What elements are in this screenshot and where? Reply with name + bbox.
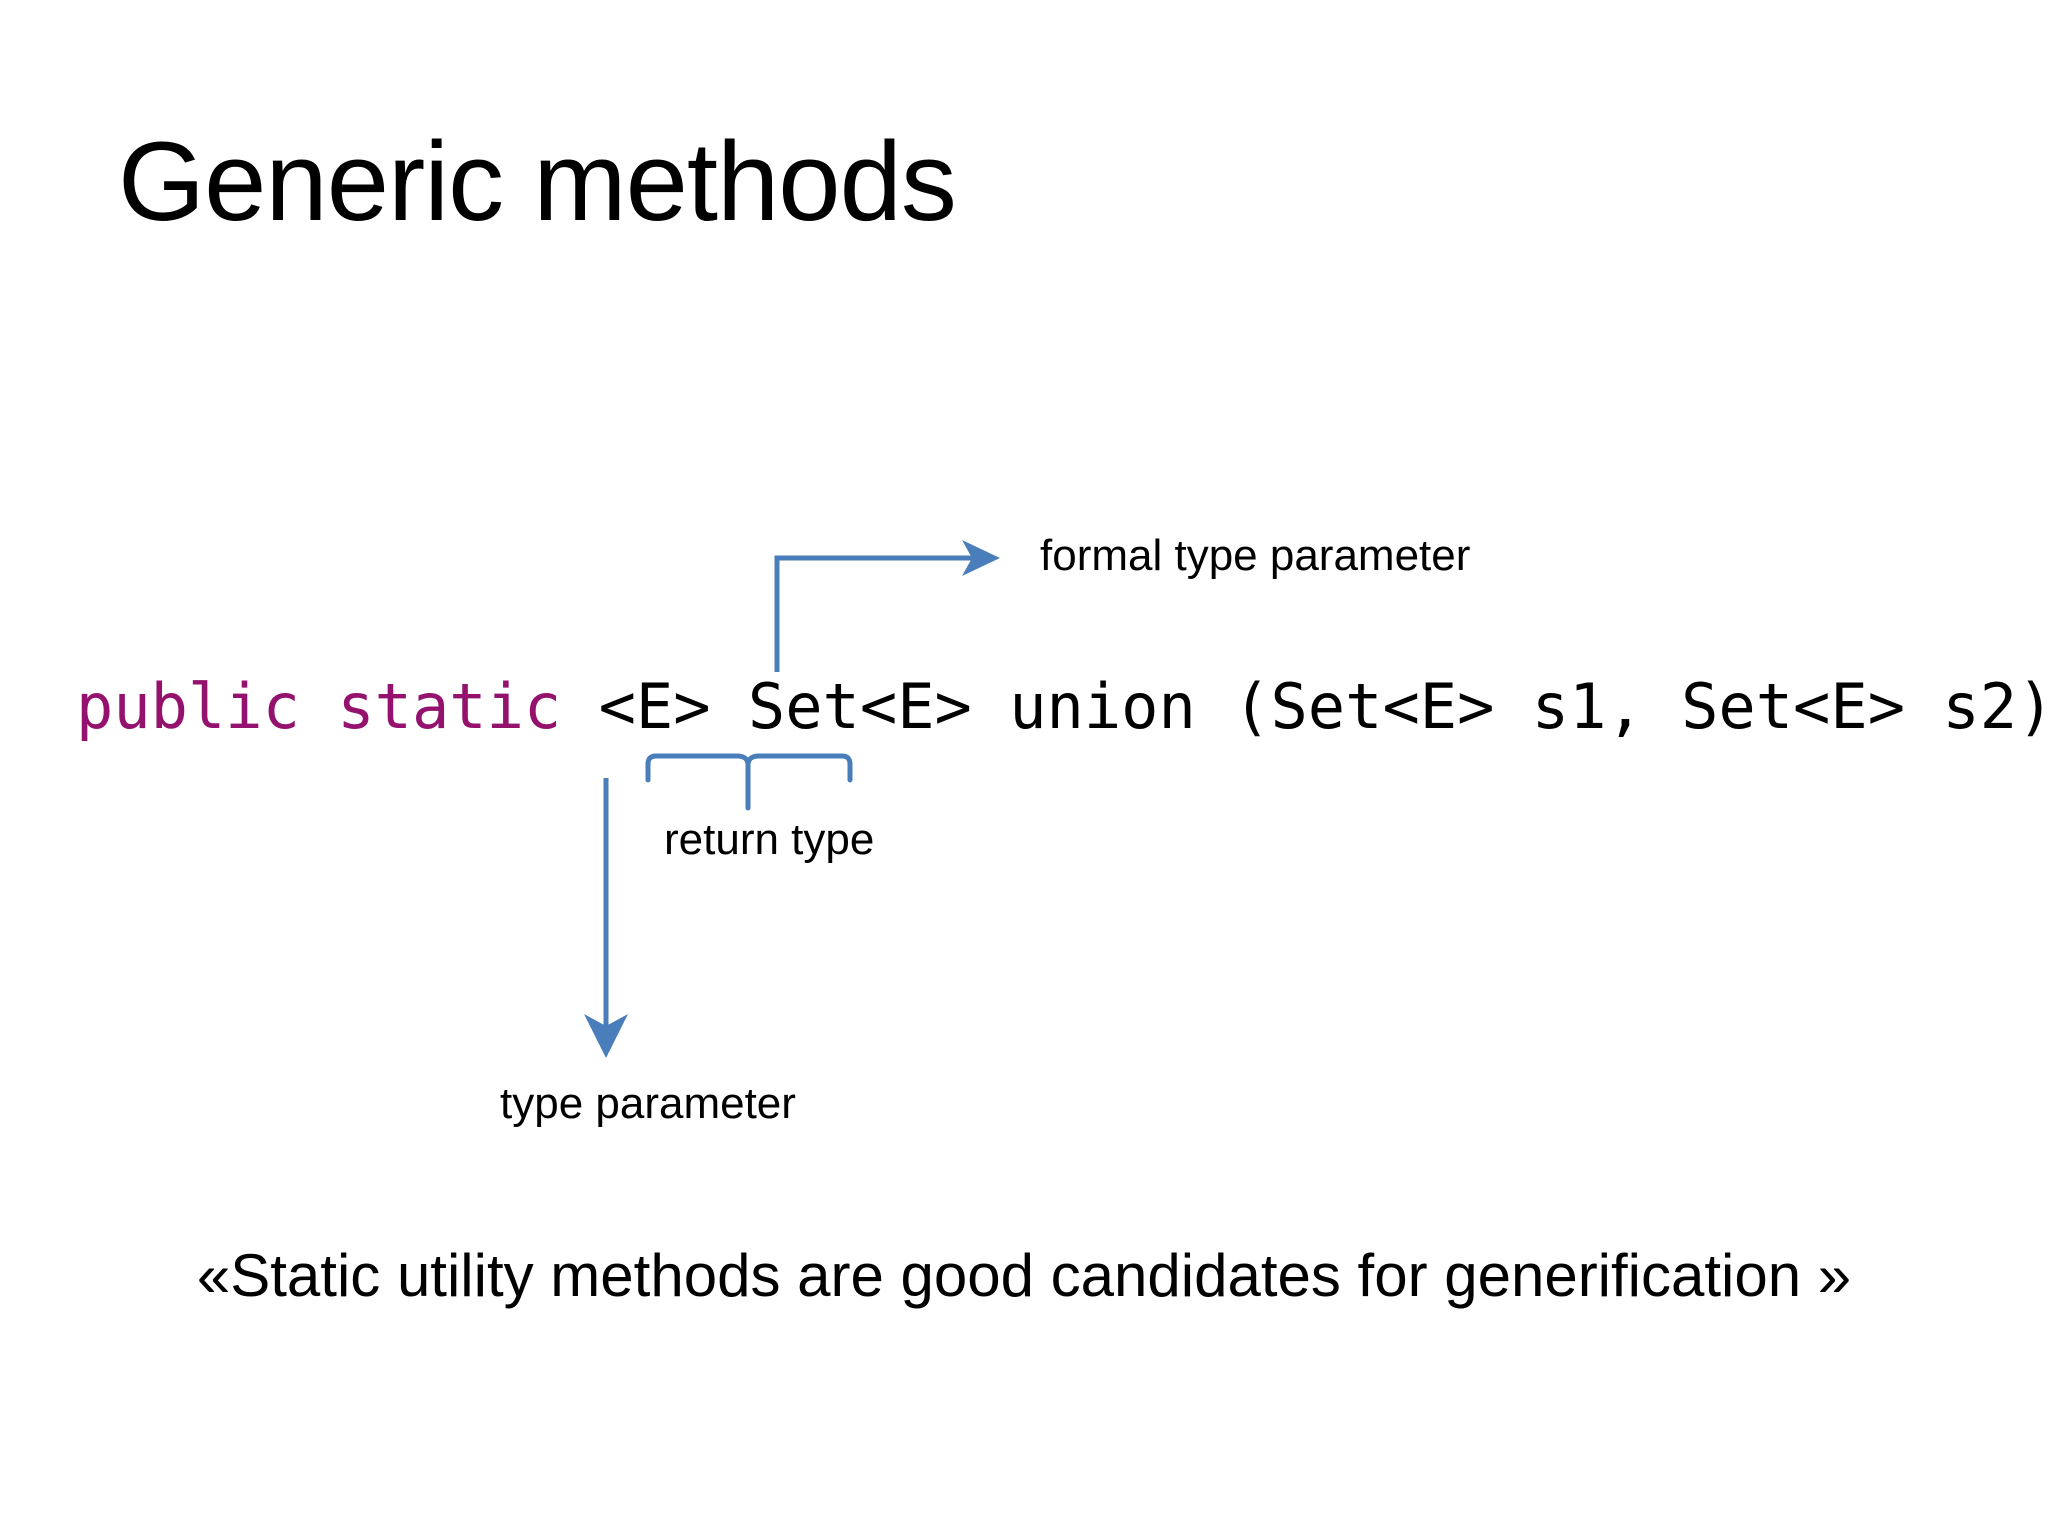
code-keyword-segment: public static: [76, 670, 562, 743]
annotation-label-formal-type-parameter: formal type parameter: [1040, 531, 1471, 580]
code-rest-segment: <E> Set<E> union (Set<E> s1, Set<E> s2): [561, 670, 2048, 743]
formal-type-parameter-connector-arrow: [774, 540, 1000, 672]
bottom-quote-text: «Static utility methods are good candida…: [196, 1242, 1852, 1309]
annotation-label-return-type: return type: [664, 815, 875, 864]
code-signature: public static <E> Set<E> union (Set<E> s…: [76, 676, 2048, 738]
annotation-label-type-parameter: type parameter: [500, 1079, 796, 1128]
type-parameter-connector-arrow: [584, 778, 628, 1058]
page-title: Generic methods: [118, 119, 957, 244]
return-type-curly-brace: [645, 753, 853, 811]
